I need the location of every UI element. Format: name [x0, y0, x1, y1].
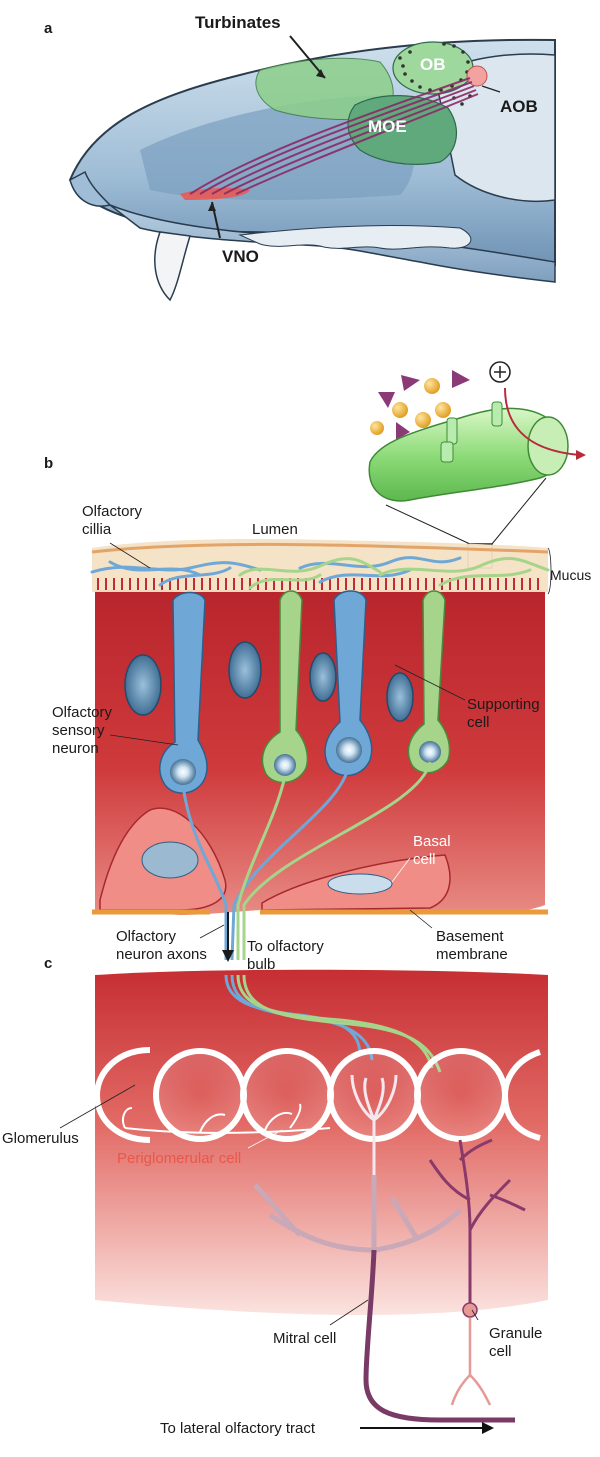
panel-b-epithelium [90, 538, 552, 962]
label-basement-2: membrane [436, 946, 508, 963]
panel-c-bulb [59, 969, 548, 1434]
label-basal-1: Basal [413, 833, 451, 850]
label-granule-2: cell [489, 1343, 512, 1360]
panel-b-cilium-inset [368, 361, 586, 569]
label-to-lateral-olfactory-tract: To lateral olfactory tract [160, 1420, 316, 1437]
label-axons-2: neuron axons [116, 946, 207, 963]
label-vno: VNO [222, 247, 259, 266]
label-lumen: Lumen [252, 521, 298, 538]
label-aob: AOB [500, 97, 538, 116]
label-osn-3: neuron [52, 740, 99, 757]
panel-a-letter: a [44, 20, 53, 37]
label-turbinates: Turbinates [195, 13, 281, 32]
label-osn-1: Olfactory [52, 704, 113, 721]
panel-a-skull [68, 35, 556, 302]
label-olfactory-cilia-2: cillia [82, 521, 112, 538]
label-osn-2: sensory [52, 722, 105, 739]
panel-b-letter: b [44, 455, 54, 472]
label-axons-1: Olfactory [116, 928, 177, 945]
odorant-molecules [370, 370, 470, 440]
label-supporting-1: Supporting [467, 696, 540, 713]
label-to-bulb-1: To olfactory [247, 938, 324, 955]
label-basal-2: cell [413, 851, 436, 868]
label-glomerulus: Glomerulus [2, 1130, 79, 1147]
label-to-bulb-2: bulb [247, 956, 276, 973]
label-granule-1: Granule [489, 1325, 543, 1342]
label-moe: MOE [368, 117, 407, 136]
label-supporting-2: cell [467, 714, 490, 731]
label-basement-1: Basement [436, 928, 504, 945]
label-mitral-cell: Mitral cell [273, 1330, 337, 1347]
label-mucus: Mucus [550, 567, 592, 583]
label-ob: OB [420, 55, 446, 74]
sensory-neurons-blue [159, 590, 373, 794]
label-periglomerular-cell: Periglomerular cell [117, 1150, 242, 1167]
panel-c-letter: c [44, 955, 53, 972]
label-olfactory-cilia-1: Olfactory [82, 503, 143, 520]
